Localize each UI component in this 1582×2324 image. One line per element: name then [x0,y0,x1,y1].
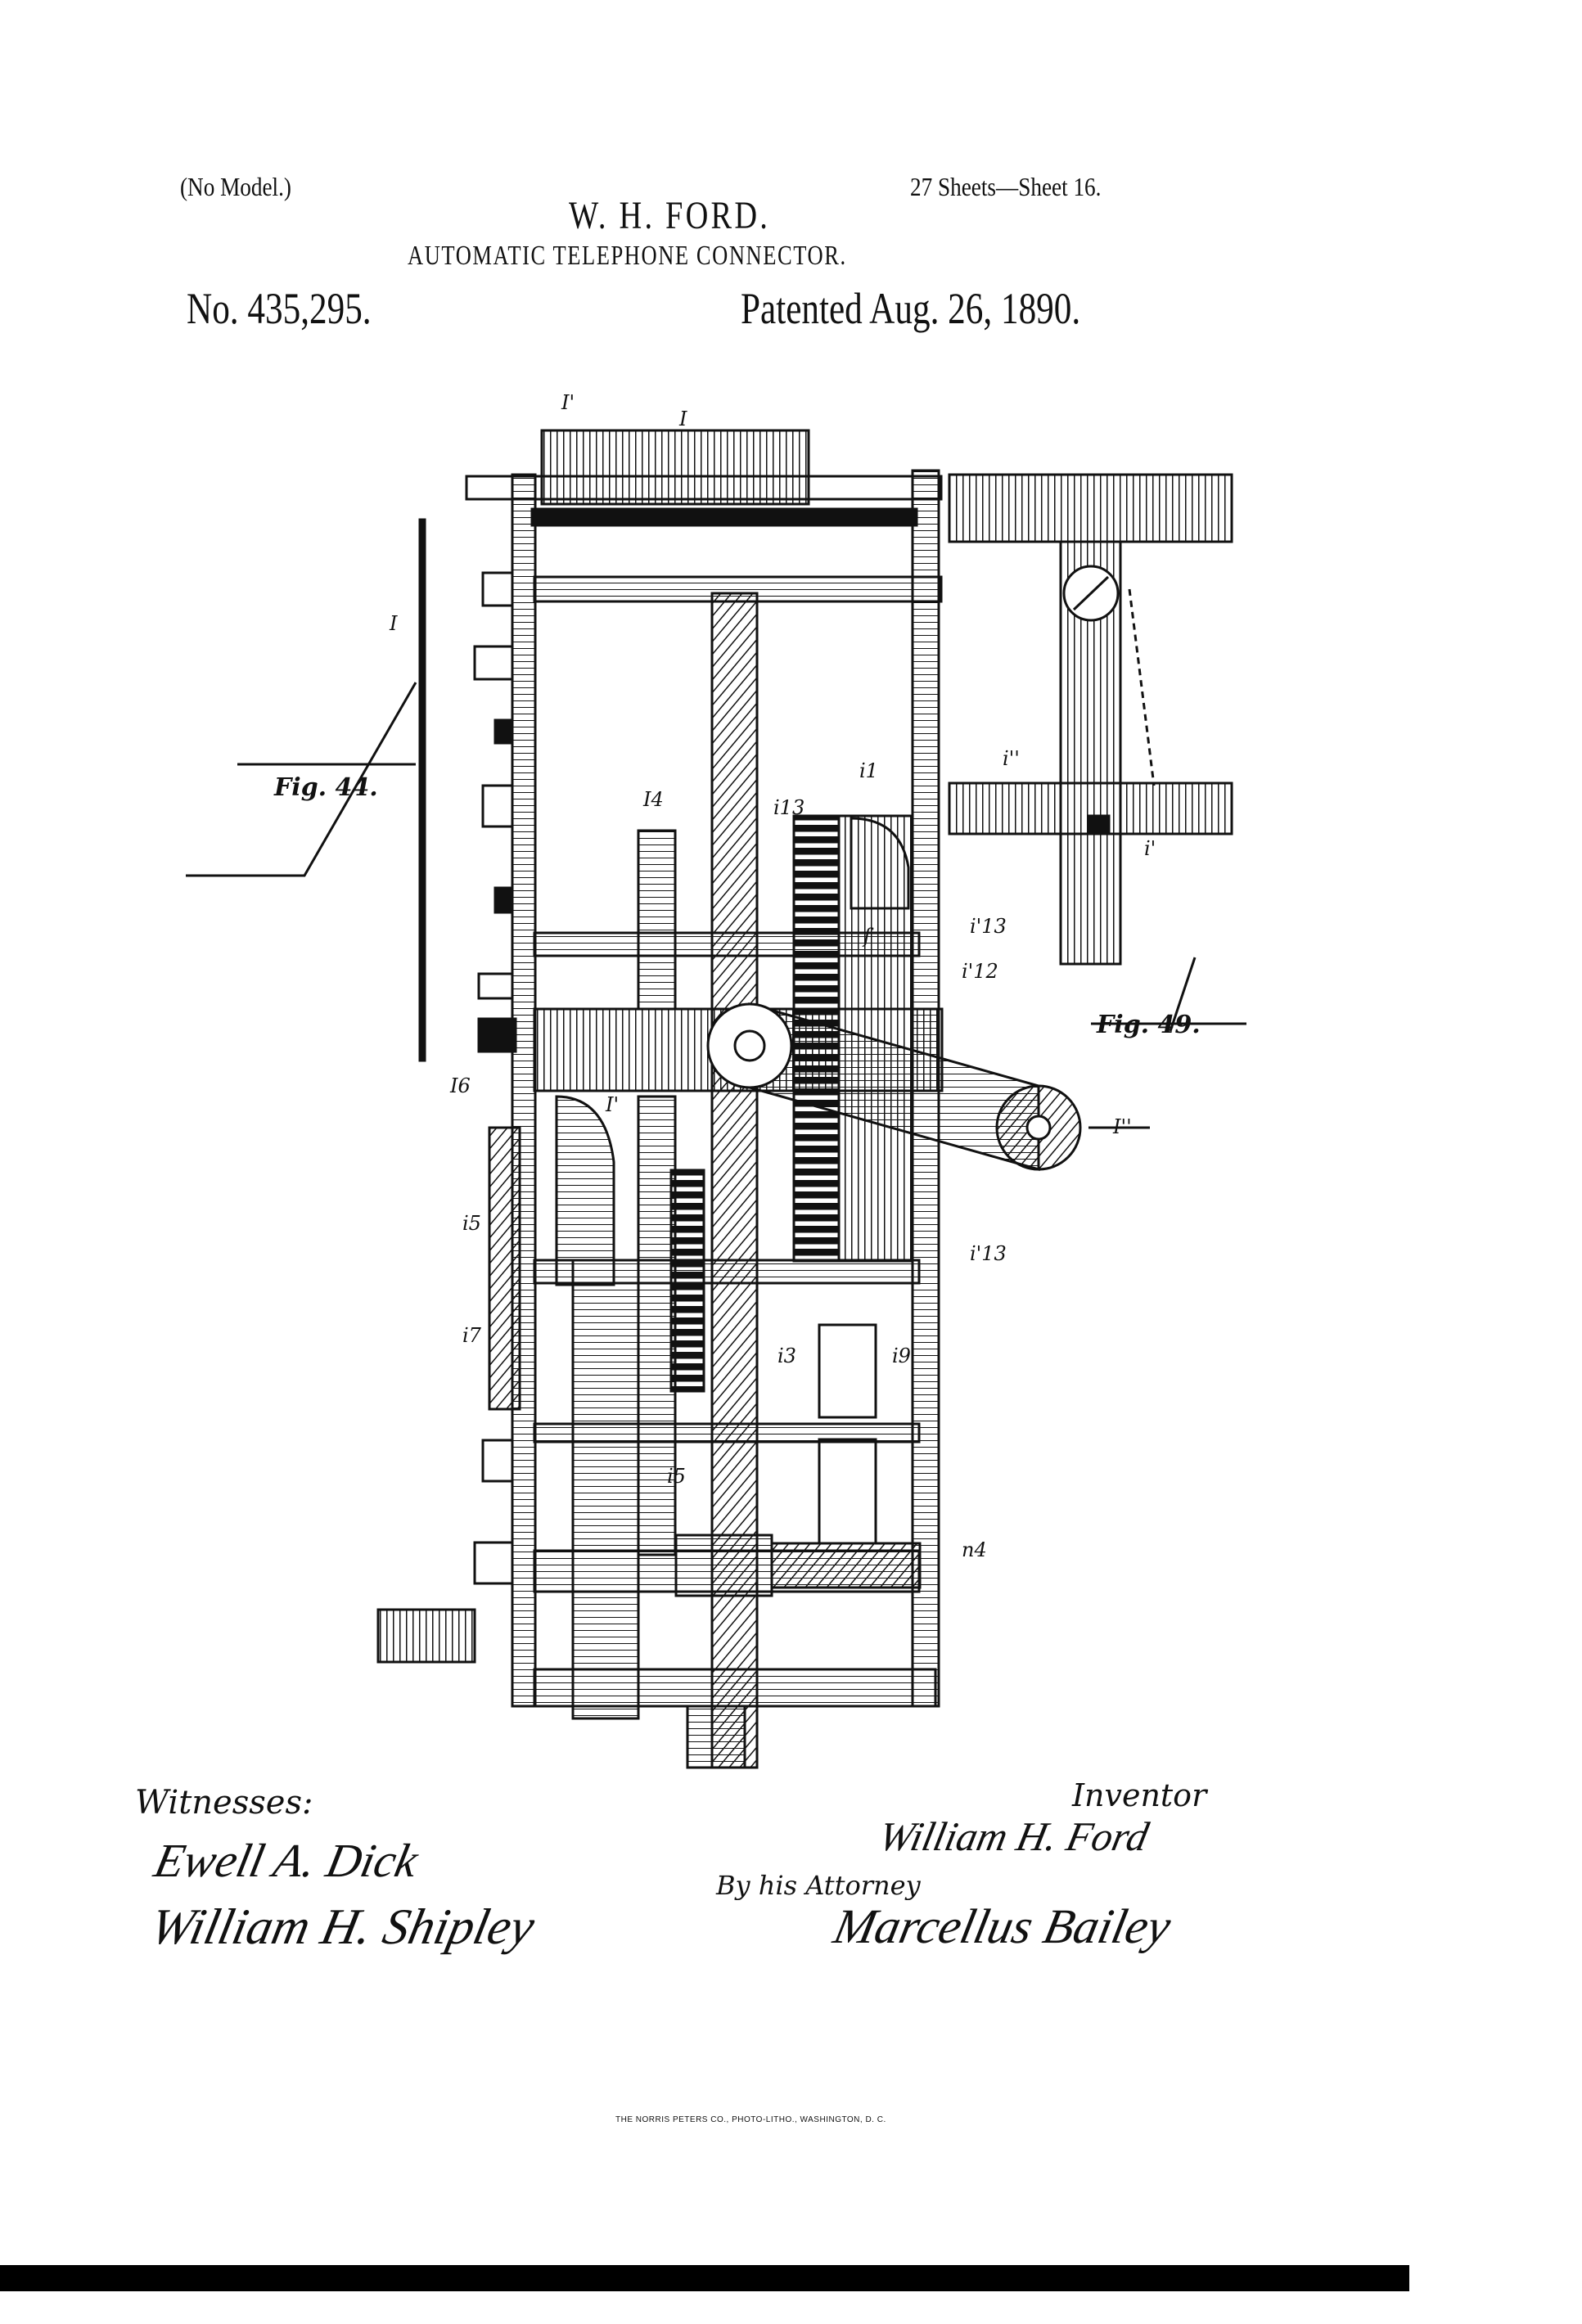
part-label: i'' [1003,747,1020,770]
part-label: i'13 [970,915,1007,938]
part-label: i3 [777,1344,796,1367]
figure-label: Fig. 44. [273,773,378,802]
no-model-note: (No Model.) [180,172,291,201]
printer-credit: THE NORRIS PETERS CO., PHOTO-LITHO., WAS… [615,2115,886,2124]
part-label: I [389,612,398,635]
part-label: n4 [962,1538,987,1561]
part-label: I'' [1112,1115,1132,1138]
attorney-signature: Marcellus Bailey [829,1899,1176,1953]
figure-label: Fig. 49. [1096,1011,1201,1039]
attorney-label: By his Attorney [716,1870,921,1901]
part-label: I' [605,1093,619,1116]
part-label: I6 [449,1074,471,1097]
scan-border-bar [0,2265,1409,2291]
patent-title: AUTOMATIC TELEPHONE CONNECTOR. [408,241,847,271]
part-label: i'13 [970,1242,1007,1265]
part-label: I4 [642,788,664,811]
witness-signature: Ewell A. Dick [150,1834,423,1887]
part-label: i5 [462,1212,481,1235]
part-label: i5 [667,1465,686,1488]
drawing-labels: Fig. 44. Fig. 49. I' I I I4 i13 i1 i'' i… [273,391,1201,1561]
patent-number: No. 435,295. [187,284,372,333]
patent-date: Patented Aug. 26, 1890. [741,284,1081,333]
part-label: i1 [859,759,878,782]
part-label: i9 [892,1344,911,1367]
part-label: i'12 [962,960,998,983]
part-label: I [678,408,687,430]
part-label: I' [561,391,575,414]
part-label: i7 [462,1324,482,1347]
witness-signature: William H. Shipley [145,1899,540,1955]
inventor-signature: William H. Ford [875,1813,1153,1859]
inventor-label: Inventor [1072,1777,1207,1813]
sheet-count: 27 Sheets—Sheet 16. [910,172,1102,201]
inventor-name: W. H. FORD. [569,194,771,237]
crank-arm [706,1002,1082,1171]
part-label: i' [1144,837,1156,860]
leader-lines [186,682,1246,1129]
fig-49-bracket [948,473,1233,966]
witnesses-label: Witnesses: [135,1784,313,1822]
part-label: i13 [773,796,805,819]
